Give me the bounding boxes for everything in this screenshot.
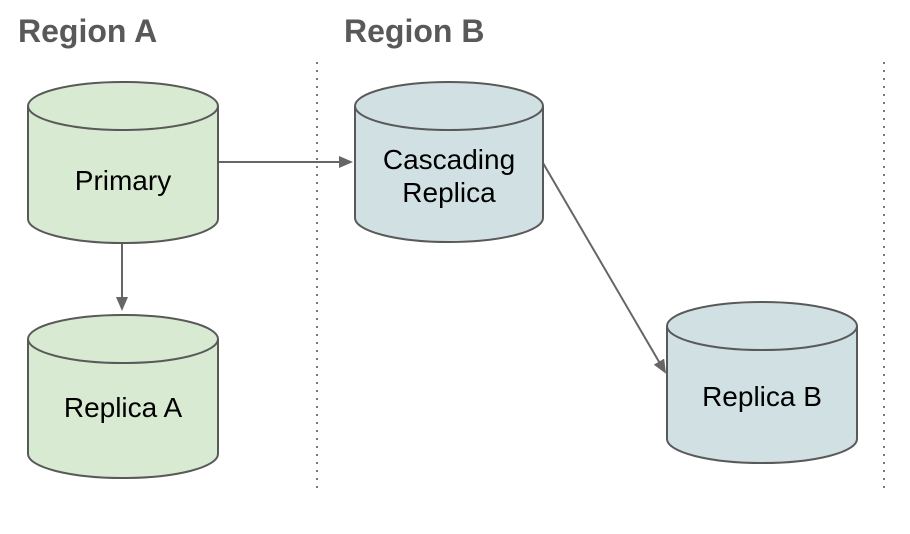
cascading-replica-label-line2: Replica	[402, 177, 496, 208]
replica-b-label: Replica B	[702, 381, 822, 412]
primary-label: Primary	[75, 165, 171, 196]
replica-b-cylinder-top	[666, 301, 858, 351]
replica-a-cylinder-body	[27, 339, 219, 479]
cascading-replica-cylinder-body	[354, 106, 544, 243]
cascading-replica-label-line1: Cascading	[383, 144, 515, 175]
region-a-heading: Region A	[18, 13, 157, 49]
primary-cylinder-top	[27, 81, 219, 131]
node-primary: Primary	[27, 81, 219, 244]
node-cascading-replica: Cascading Replica	[354, 81, 544, 243]
primary-cylinder-body	[27, 106, 219, 244]
replica-b-cylinder-body	[666, 326, 858, 464]
edges	[116, 156, 667, 374]
node-replica-a: Replica A	[27, 314, 219, 479]
replica-a-cylinder-top	[27, 314, 219, 364]
cascading-replica-cylinder-top	[354, 81, 544, 131]
region-b-heading: Region B	[344, 13, 484, 49]
node-replica-b: Replica B	[666, 301, 858, 464]
edge-cascading-replica-to-replica-b	[542, 162, 667, 374]
replica-a-label: Replica A	[64, 392, 183, 423]
